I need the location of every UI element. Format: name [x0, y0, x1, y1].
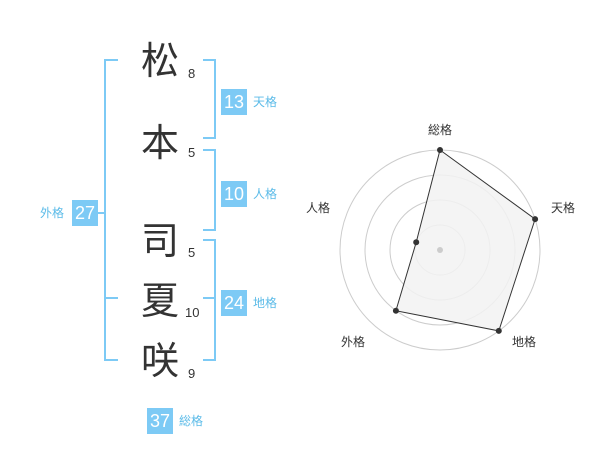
radar-point-4	[392, 307, 399, 314]
radar-point-3	[495, 327, 502, 334]
radar-axis-label-soukaku: 総格	[428, 123, 453, 137]
radar-center	[437, 247, 443, 253]
stroke-count-3: 5	[188, 245, 196, 260]
soukaku-value: 37	[147, 408, 173, 434]
stroke-count-4: 10	[185, 305, 200, 320]
gaikaku-label: 外格	[40, 206, 65, 220]
stroke-count-2: 5	[188, 145, 196, 160]
tenkaku-value: 13	[221, 89, 247, 115]
stroke-count-5: 9	[188, 366, 196, 381]
jinkaku-bracket	[203, 149, 216, 231]
jinkaku-label: 人格	[253, 187, 278, 201]
stroke-count-1: 8	[188, 66, 196, 81]
jinkaku-value: 10	[221, 181, 247, 207]
chikaku-label: 地格	[253, 296, 278, 310]
radar-point-5	[413, 239, 420, 246]
radar-point-1	[437, 147, 443, 153]
name-char-2: 本	[141, 121, 180, 165]
radar-polygon	[395, 149, 536, 332]
radar-axis-label-tenkaku: 天格	[551, 201, 576, 215]
tenkaku-bracket	[203, 59, 216, 139]
radar-axis-label-jinkaku: 人格	[306, 201, 331, 215]
chikaku-value: 24	[221, 290, 247, 316]
radar-axis-label-chikaku: 地格	[512, 335, 537, 349]
soukaku-label: 総格	[179, 414, 204, 428]
name-char-1: 松	[141, 39, 180, 83]
name-char-4: 夏	[141, 279, 180, 323]
radar-point-2	[532, 216, 539, 223]
name-char-3: 司	[141, 219, 180, 263]
tenkaku-label: 天格	[253, 95, 278, 109]
gaikaku-bracket	[104, 59, 118, 361]
name-char-5: 咲	[141, 339, 180, 383]
gaikaku-value: 27	[72, 200, 98, 226]
chikaku-bracket	[203, 239, 216, 361]
radar-axis-label-gaikaku: 外格	[341, 335, 366, 349]
